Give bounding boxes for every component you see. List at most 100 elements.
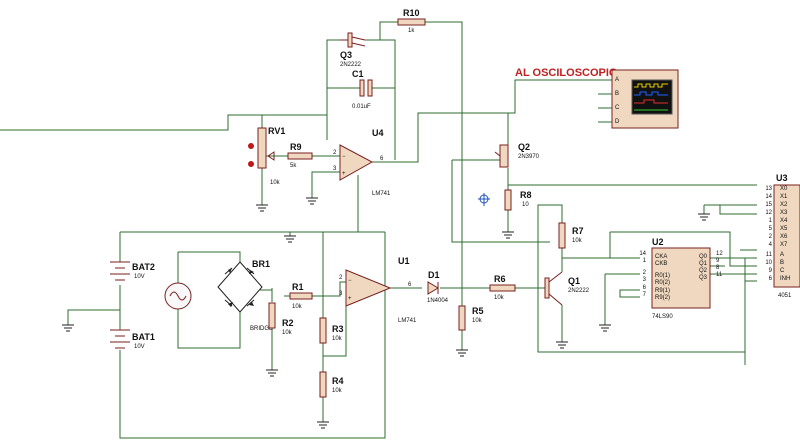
u3-pin-label: X4 — [780, 218, 788, 224]
u2-output-label: Q0 — [699, 254, 708, 260]
u3-pin-label: X6 — [780, 234, 788, 240]
capacitor-c1[interactable]: C1 0.01uF — [352, 69, 373, 110]
u2-output-pin: 11 — [716, 272, 723, 278]
bat2-value: 10V — [134, 274, 145, 280]
u3-pin-number: 4 — [769, 242, 773, 248]
resistor-r10[interactable]: R10 1k — [397, 8, 426, 34]
q1-ref: Q1 — [568, 276, 580, 286]
transistor-q1[interactable]: Q1 2N2222 — [544, 271, 590, 306]
u2-input-label: R9(2) — [655, 295, 670, 301]
resistor-r3[interactable]: R3 10k — [319, 317, 344, 344]
rv1-dec-icon[interactable] — [248, 143, 254, 149]
resistor-r2[interactable]: R2 10k — [268, 302, 294, 336]
br1-value: BRIDGE — [250, 326, 273, 332]
u4-ref: U4 — [372, 128, 384, 138]
u2-input-pin: 7 — [643, 292, 647, 298]
resistor-r6[interactable]: R6 10k — [489, 274, 516, 301]
u1-pin-minus: 2 — [339, 275, 343, 281]
u3-pin-label: X2 — [780, 202, 788, 208]
q3-ref: Q3 — [340, 50, 352, 60]
u2-input-label: R9(1) — [655, 288, 670, 294]
rv1-value: 10k — [270, 180, 281, 186]
resistor-r4[interactable]: R4 10k — [319, 371, 344, 398]
battery-bat1[interactable]: BAT1 10V — [110, 329, 155, 350]
u2-input-pin: 1 — [643, 258, 647, 264]
scope-pin-c: C — [615, 105, 620, 111]
svg-text:+: + — [348, 296, 352, 302]
u4-value: LM741 — [372, 191, 391, 197]
r4-ref: R4 — [332, 376, 344, 386]
bat2-ref: BAT2 — [132, 262, 155, 272]
u3-pin-number: 14 — [765, 194, 772, 200]
opamp-u1[interactable]: − + 2 3 6 U1 LM741 — [339, 256, 417, 324]
u2-output-pin: 9 — [716, 258, 720, 264]
ground-icon — [698, 213, 710, 221]
r7-ref: R7 — [572, 226, 584, 236]
resistor-r5[interactable]: R5 10k — [458, 305, 484, 331]
u2-input-pin: 6 — [643, 285, 647, 291]
u2-output-pin: 8 — [716, 265, 720, 271]
r3-value: 10k — [332, 336, 343, 342]
r7-value: 10k — [572, 238, 583, 244]
u3-pin-number: 1 — [769, 218, 773, 224]
u2-output-label: Q1 — [699, 261, 708, 267]
u3-pin-label: X0 — [780, 186, 788, 192]
r4-value: 10k — [332, 388, 343, 394]
u2-output-pin: 12 — [716, 251, 723, 257]
ground-icon — [266, 369, 278, 377]
rv1-ref: RV1 — [268, 126, 285, 136]
u3-pin-number: 2 — [769, 234, 773, 240]
u3-pin-number: 10 — [765, 260, 772, 266]
transistor-q3[interactable]: Q3 2N2222 — [340, 32, 366, 68]
resistor-r1[interactable]: R1 10k — [289, 282, 313, 310]
r9-value: 5k — [290, 163, 297, 169]
c1-ref: C1 — [352, 69, 364, 79]
u2-output-label: Q2 — [699, 268, 708, 274]
scope-pin-a: A — [615, 77, 619, 83]
potentiometer-rv1[interactable]: RV1 10k — [248, 126, 285, 186]
u2-value: 74LS90 — [652, 314, 673, 320]
r2-value: 10k — [282, 330, 293, 336]
u3-pin-number: 11 — [766, 252, 773, 258]
ground-icon — [456, 349, 468, 357]
r6-ref: R6 — [494, 274, 506, 284]
u1-ref: U1 — [398, 256, 410, 266]
scope-pin-b: B — [615, 91, 619, 97]
u3-pin-number: 12 — [765, 210, 772, 216]
bat1-ref: BAT1 — [132, 332, 155, 342]
u3-pin-number: 9 — [769, 268, 773, 274]
q1-value: 2N2222 — [568, 288, 590, 294]
ic-u2[interactable]: U2 74LS90 CKA14CKB1R0(1)2R0(2)3R9(1)6R9(… — [639, 237, 723, 320]
u3-pin-number: 13 — [765, 186, 772, 192]
opamp-u4[interactable]: − + 2 3 6 U4 LM741 — [333, 128, 391, 197]
resistor-r9[interactable]: R9 5k — [287, 142, 313, 169]
bridge-br1[interactable]: BR1 BRIDGE — [217, 259, 273, 332]
resistor-r8[interactable]: R8 10 — [478, 189, 532, 211]
u3-pin-label: X7 — [780, 242, 788, 248]
u3-value: 4051 — [778, 293, 792, 299]
u3-ref: U3 — [776, 173, 788, 183]
bat1-value: 10V — [134, 344, 145, 350]
ac-source[interactable] — [164, 252, 192, 348]
u4-pin-minus: 2 — [333, 150, 337, 156]
battery-bat2[interactable]: BAT2 10V — [110, 261, 155, 281]
transistor-q2[interactable]: Q2 2N3970 — [494, 142, 540, 168]
u3-pin-number: 6 — [769, 276, 773, 282]
r1-ref: R1 — [292, 282, 304, 292]
diode-d1[interactable]: D1 1N4004 — [427, 270, 449, 304]
svg-text:−: − — [342, 154, 346, 160]
r8-value: 10 — [522, 202, 529, 208]
oscilloscope[interactable]: AL OSCILOSCOPIO A B C D — [515, 67, 679, 129]
ground-icon — [284, 235, 296, 243]
probe-icon[interactable] — [478, 193, 490, 206]
rv1-inc-icon[interactable] — [248, 161, 254, 167]
u2-input-label: R0(1) — [655, 273, 670, 279]
resistor-r7[interactable]: R7 10k — [558, 222, 584, 249]
u2-output-label: Q3 — [699, 275, 708, 281]
r5-ref: R5 — [472, 306, 484, 316]
br1-ref: BR1 — [252, 259, 270, 269]
r8-ref: R8 — [520, 190, 532, 200]
u4-pin-out: 6 — [380, 156, 384, 162]
